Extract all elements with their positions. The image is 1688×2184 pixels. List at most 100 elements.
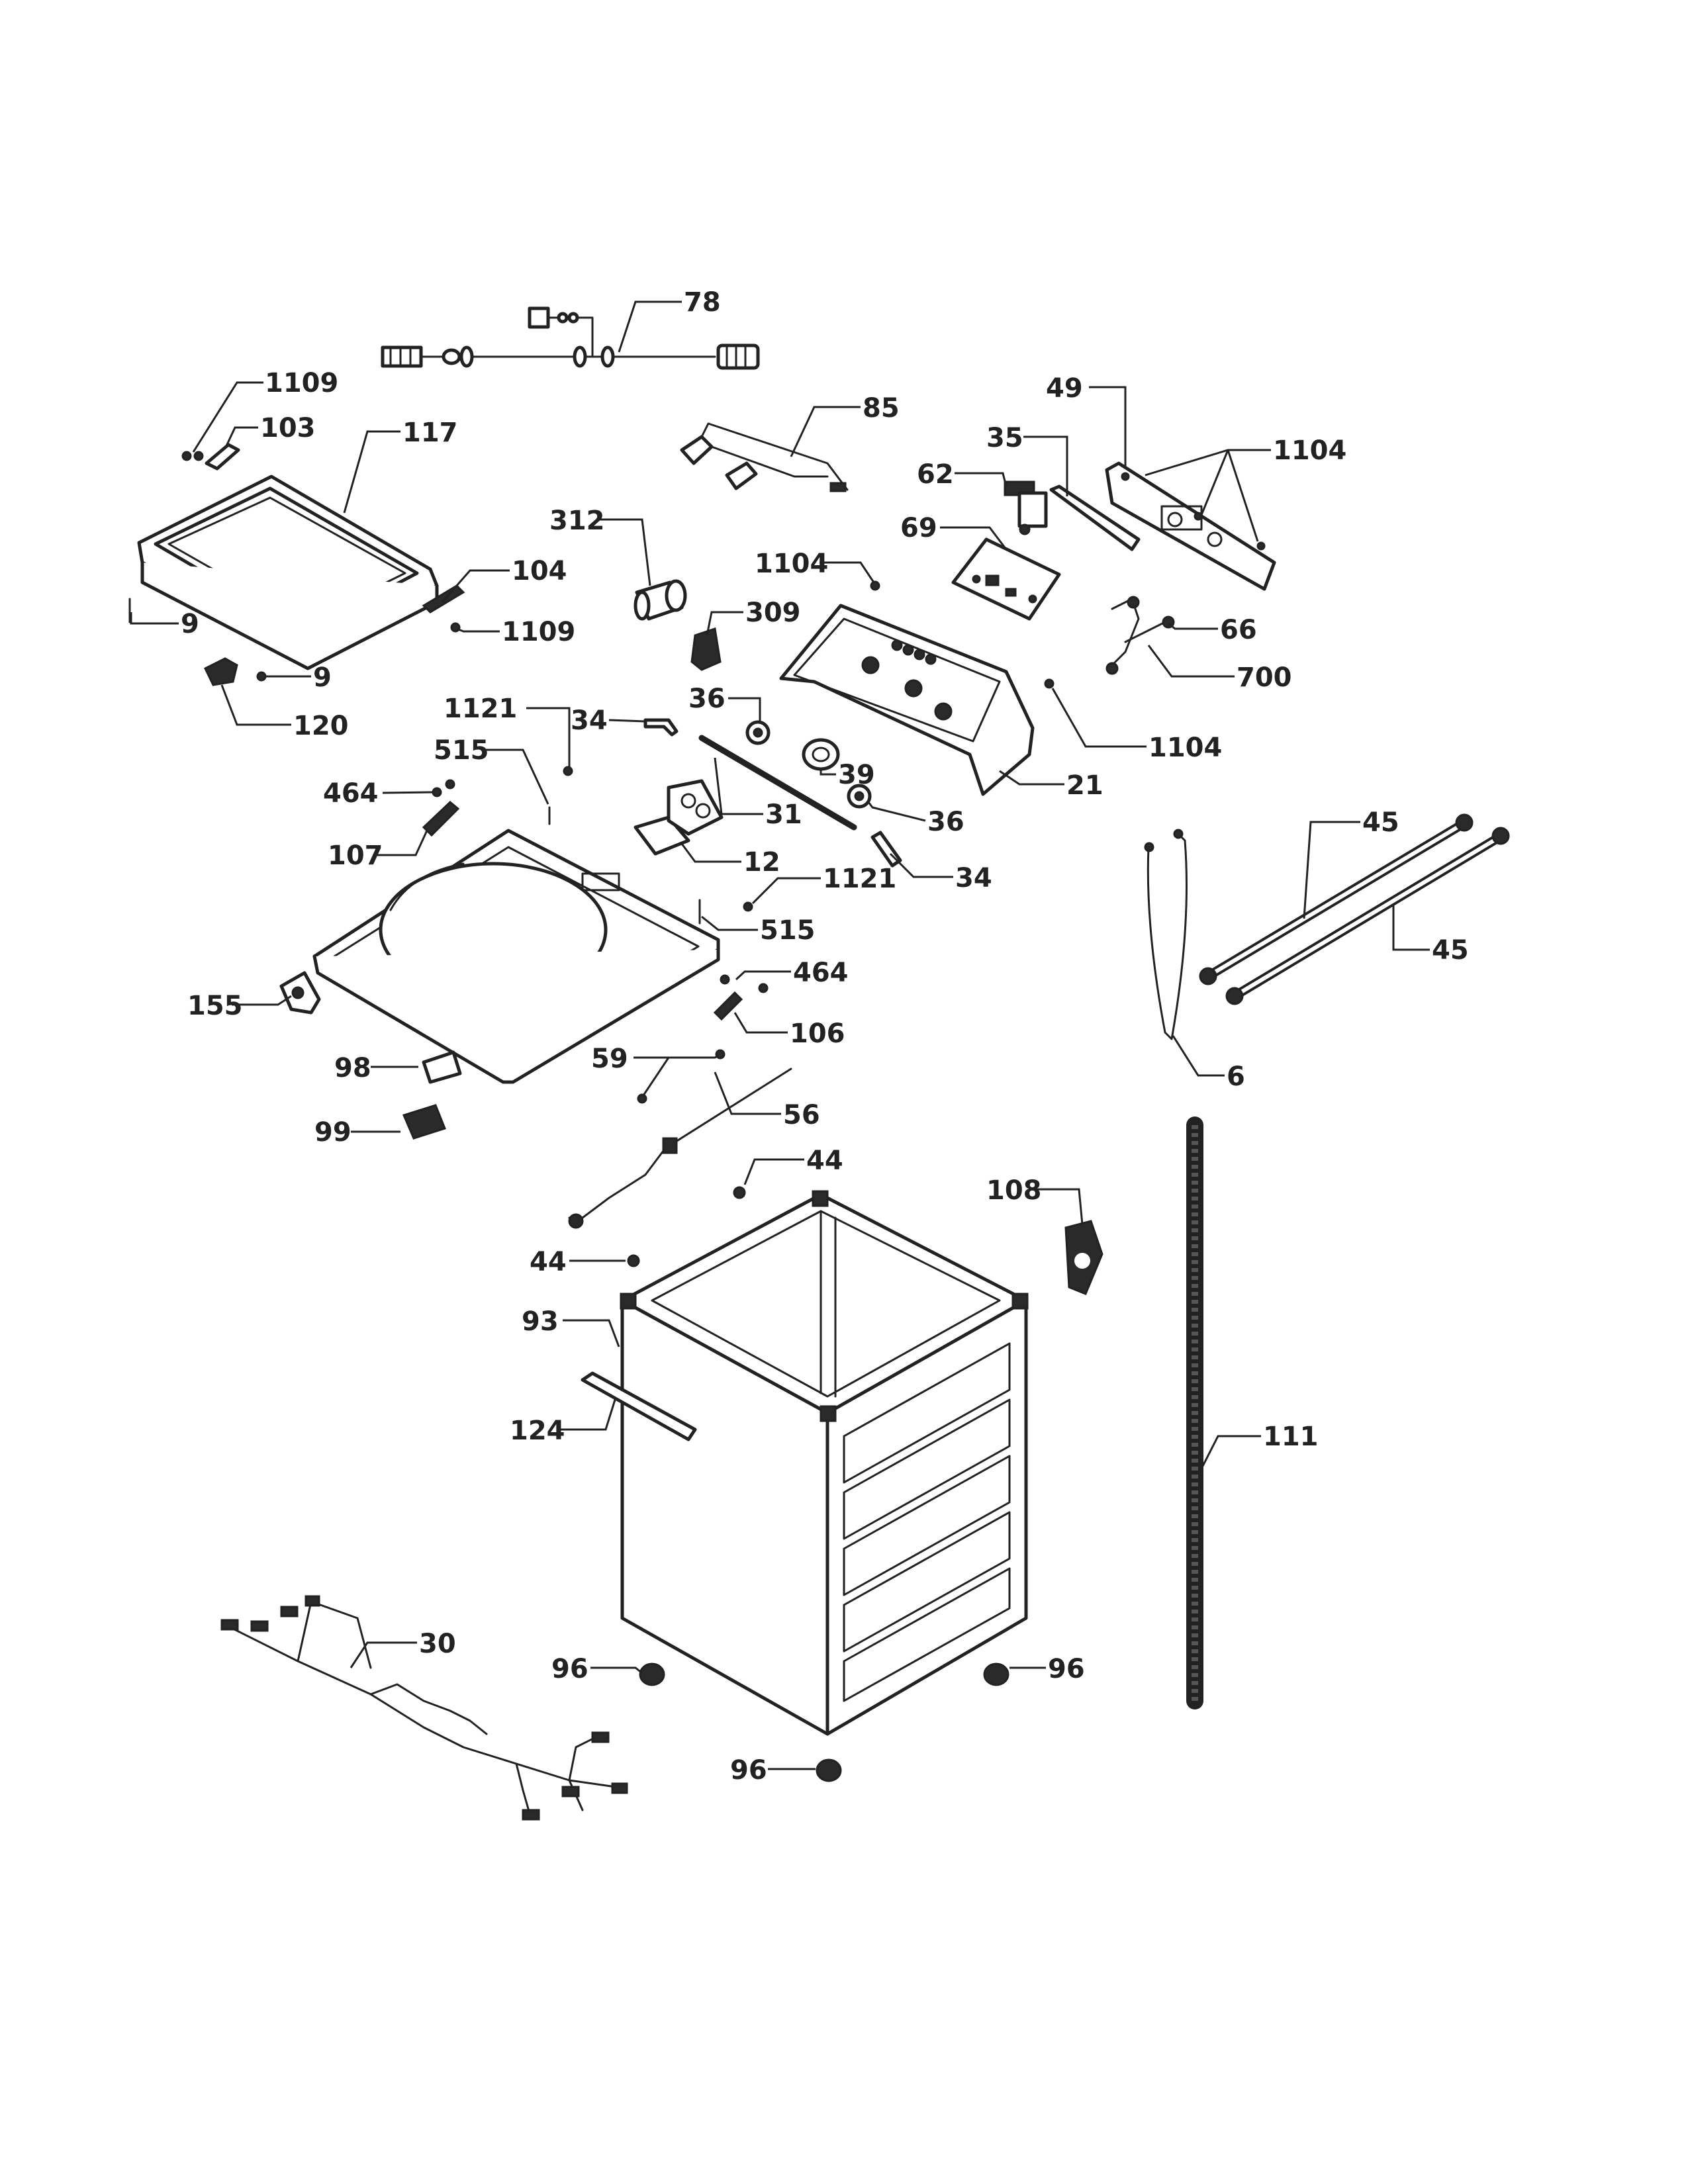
callout-45: 45: [1362, 807, 1399, 838]
part-49-panel-bracket: [1105, 461, 1276, 591]
part-99-switch: [402, 1104, 446, 1140]
part-top-cover: [312, 829, 720, 1084]
callout-93: 93: [522, 1306, 559, 1337]
callout-44: 44: [806, 1146, 843, 1176]
part-78-power-cord: [381, 306, 760, 370]
part-6-hose: [1144, 829, 1188, 1040]
part-45-inlet-hose-a: [1199, 813, 1474, 985]
part-103-hinge: [181, 443, 240, 471]
part-66-fittings: [1105, 596, 1175, 675]
callout-56: 56: [783, 1100, 820, 1130]
part-34-hose-upper: [643, 718, 679, 737]
callout-103: 103: [260, 413, 316, 443]
callout-1104: 1104: [755, 549, 828, 579]
callout-66: 66: [1220, 615, 1257, 645]
part-106-hinge-mount: [713, 991, 743, 1021]
callout-49: 49: [1046, 373, 1083, 404]
callout-96: 96: [1048, 1654, 1085, 1684]
callout-104: 104: [512, 556, 567, 586]
callout-45: 45: [1432, 935, 1469, 966]
callout-120: 120: [293, 711, 349, 741]
part-9-screws: [128, 598, 267, 682]
part-1121-screws: [563, 766, 753, 912]
callout-515: 515: [760, 915, 816, 946]
callout-35: 35: [986, 423, 1023, 453]
callout-124: 124: [510, 1416, 565, 1446]
callout-1109: 1109: [502, 617, 575, 647]
callout-464: 464: [793, 958, 849, 988]
part-96-foot-front: [816, 1758, 842, 1782]
callout-108: 108: [986, 1175, 1042, 1206]
callout-9: 9: [313, 662, 332, 693]
callout-85: 85: [863, 393, 900, 424]
part-120-latch: [204, 657, 238, 686]
callout-69: 69: [900, 513, 937, 543]
callout-96: 96: [730, 1755, 767, 1786]
callout-30: 30: [419, 1629, 456, 1659]
part-104-hinge: [422, 584, 465, 633]
part-1104-screw: [870, 580, 880, 591]
part-98-clip: [422, 1050, 462, 1084]
part-96-foot-left: [639, 1662, 665, 1686]
callout-78: 78: [684, 287, 721, 318]
callout-34: 34: [955, 863, 992, 893]
part-cabinet: [620, 1190, 1029, 1736]
part-45-inlet-hose-b: [1225, 827, 1510, 1005]
callout-1109: 1109: [265, 368, 338, 398]
callout-1121: 1121: [823, 864, 896, 894]
callout-464: 464: [323, 778, 379, 809]
part-56-hose: [568, 1068, 792, 1229]
part-85-lid-switch-harness: [680, 422, 849, 492]
part-12-valve-assembly: [633, 779, 724, 856]
callout-36: 36: [927, 807, 964, 837]
callout-309: 309: [745, 598, 801, 628]
part-44-screws: [627, 1186, 746, 1267]
part-96-foot-right: [983, 1662, 1009, 1686]
callout-107: 107: [328, 841, 383, 871]
part-36-knob-upper: [745, 720, 771, 745]
part-39-knob: [802, 738, 840, 771]
callout-1104: 1104: [1149, 733, 1222, 763]
callout-515: 515: [434, 735, 489, 766]
part-62-pressure-switch: [1004, 480, 1048, 535]
callout-1104: 1104: [1273, 435, 1346, 466]
part-309-bracket: [690, 627, 722, 671]
callout-34: 34: [571, 705, 608, 736]
part-108-lock: [1064, 1220, 1103, 1295]
callout-44: 44: [530, 1247, 567, 1277]
callout-labels: 1109 103 117 78 85 49 35 1104 62 312 69 …: [181, 287, 1469, 1786]
part-107-hinge-mount: [422, 800, 460, 837]
part-155-bracket: [279, 971, 321, 1015]
part-1104-screw-console: [1044, 678, 1055, 689]
part-464-pins: [432, 779, 769, 993]
leader-lines: [130, 300, 1430, 1770]
part-31-bar: [698, 735, 857, 831]
part-59-clips: [637, 1049, 726, 1104]
callout-155: 155: [187, 991, 243, 1021]
callout-96: 96: [551, 1654, 588, 1684]
callout-98: 98: [334, 1053, 371, 1083]
callout-36: 36: [688, 684, 726, 714]
part-312-component: [633, 579, 687, 621]
part-117-lid: [137, 475, 439, 670]
part-30-wire-harness: [220, 1595, 628, 1821]
callout-59: 59: [591, 1044, 628, 1074]
callout-21: 21: [1066, 770, 1103, 801]
callout-117: 117: [402, 418, 458, 448]
callout-62: 62: [917, 459, 954, 490]
callout-700: 700: [1237, 662, 1292, 693]
callout-9: 9: [181, 609, 199, 639]
callout-111: 111: [1263, 1422, 1319, 1452]
part-515-screws: [548, 806, 701, 925]
callout-312: 312: [549, 506, 605, 536]
part-21-console: [779, 604, 1035, 796]
callout-106: 106: [790, 1019, 845, 1049]
callout-12: 12: [743, 847, 780, 878]
callout-6: 6: [1227, 1062, 1245, 1092]
callout-31: 31: [765, 799, 802, 830]
part-36-knob-lower: [847, 784, 872, 809]
callout-1121: 1121: [444, 694, 517, 724]
part-69-control-board: [951, 537, 1061, 621]
callout-99: 99: [314, 1117, 352, 1148]
